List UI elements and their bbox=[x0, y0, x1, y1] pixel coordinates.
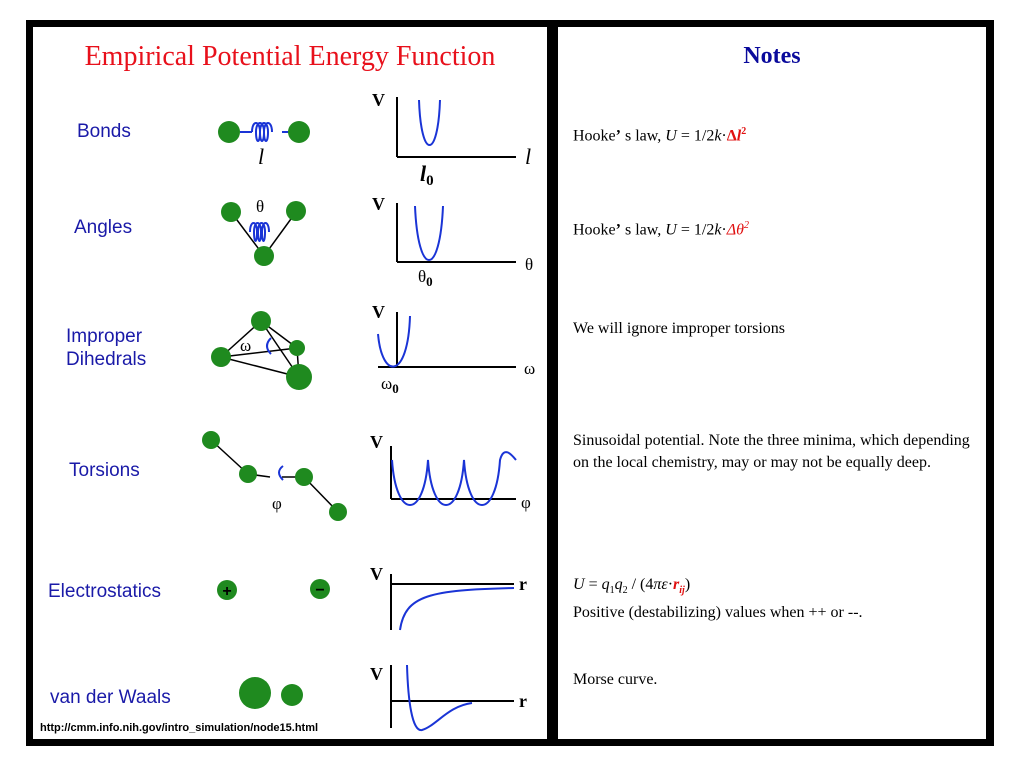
svg-text:−: − bbox=[315, 582, 324, 599]
angle-potential-curve bbox=[414, 205, 444, 261]
axis-label-x: φ bbox=[521, 493, 531, 512]
atom bbox=[281, 684, 303, 706]
axis-label-x: r bbox=[519, 574, 527, 594]
atom bbox=[295, 468, 313, 486]
atom bbox=[239, 677, 271, 709]
note-torsions: Sinusoidal potential. Note the three min… bbox=[573, 432, 970, 471]
atom bbox=[251, 311, 271, 331]
improper-potential-curve bbox=[377, 315, 411, 368]
torsion-arc-icon bbox=[278, 465, 284, 481]
morse-potential-curve bbox=[406, 664, 473, 731]
torsion-diagram: φ bbox=[202, 431, 347, 521]
term-label-improper-2: Dihedrals bbox=[66, 349, 147, 370]
term-label-bonds: Bonds bbox=[77, 121, 131, 142]
note-bonds: Hooke’ s law, U = 1/2k·Δl2 bbox=[573, 126, 747, 145]
improper-graph: V ω ω0 bbox=[372, 302, 535, 396]
slide-title: Empirical Potential Energy Function bbox=[84, 41, 496, 72]
atom bbox=[289, 340, 305, 356]
note-improper: We will ignore improper torsions bbox=[573, 320, 786, 337]
min-label: θ0 bbox=[418, 267, 433, 289]
axis-label-x: r bbox=[519, 691, 527, 711]
bond-length-label: l bbox=[258, 144, 264, 169]
improper-label: ω bbox=[240, 336, 251, 355]
source-url: http://cmm.info.nih.gov/intro_simulation… bbox=[40, 722, 319, 734]
notes-title: Notes bbox=[743, 43, 801, 69]
torsion-label: φ bbox=[272, 494, 282, 513]
vdw-graph: V r bbox=[370, 664, 527, 731]
min-label: ω0 bbox=[381, 374, 399, 396]
term-label-electrostatics: Electrostatics bbox=[48, 581, 161, 602]
angle-graph: V θ θ0 bbox=[372, 194, 533, 289]
term-label-torsions: Torsions bbox=[69, 460, 140, 481]
axis-label-v: V bbox=[372, 194, 385, 214]
term-label-improper-1: Improper bbox=[66, 326, 143, 347]
min-label: l0 bbox=[420, 161, 434, 189]
atom bbox=[288, 121, 310, 143]
axis-label-v: V bbox=[370, 432, 383, 452]
atom bbox=[202, 431, 220, 449]
atom bbox=[329, 503, 347, 521]
spring-icon bbox=[251, 122, 273, 142]
atom bbox=[239, 465, 257, 483]
axis-label-v: V bbox=[372, 302, 385, 322]
atom bbox=[254, 246, 274, 266]
note-vdw: Morse curve. bbox=[573, 671, 658, 688]
axis-label-x: l bbox=[525, 144, 531, 169]
term-label-angles: Angles bbox=[74, 217, 133, 238]
axis-label-x: θ bbox=[525, 255, 533, 274]
axis-label-v: V bbox=[370, 664, 383, 684]
term-label-vdw: van der Waals bbox=[50, 687, 171, 708]
improper-diagram: ω bbox=[211, 311, 312, 390]
electrostatic-diagram: + − bbox=[217, 579, 330, 600]
atom bbox=[286, 364, 312, 390]
torsion-potential-curve bbox=[391, 451, 517, 506]
atom bbox=[218, 121, 240, 143]
axis-label-x: ω bbox=[524, 359, 535, 378]
svg-text:+: + bbox=[222, 583, 231, 600]
angle-label: θ bbox=[256, 197, 264, 216]
notes-panel: Notes Hooke’ s law, U = 1/2k·Δl2 Hooke’ … bbox=[558, 27, 986, 739]
atom bbox=[211, 347, 231, 367]
note-electrostatics: U = q1q2 / (4πε·rij)Positive (destabiliz… bbox=[573, 576, 863, 622]
bond-potential-curve bbox=[418, 99, 441, 146]
axis-label-v: V bbox=[370, 564, 383, 584]
electrostatic-graph: V r bbox=[370, 564, 527, 631]
torsion-graph: V φ bbox=[370, 432, 531, 512]
angle-diagram: θ bbox=[221, 197, 306, 266]
spring-icon bbox=[249, 222, 270, 242]
axis-label-v: V bbox=[372, 90, 385, 110]
coulomb-potential-curve bbox=[399, 587, 515, 631]
bond-diagram: l bbox=[218, 121, 310, 169]
note-angles: Hooke’ s law, U = 1/2k·Δθ2 bbox=[573, 220, 749, 239]
torsion-arc-icon bbox=[266, 337, 272, 355]
atom bbox=[221, 202, 241, 222]
atom bbox=[286, 201, 306, 221]
negative-charge-icon bbox=[310, 579, 330, 599]
bond-graph: V l l0 bbox=[372, 90, 531, 189]
vdw-diagram bbox=[239, 677, 303, 709]
positive-charge-icon bbox=[217, 580, 237, 600]
